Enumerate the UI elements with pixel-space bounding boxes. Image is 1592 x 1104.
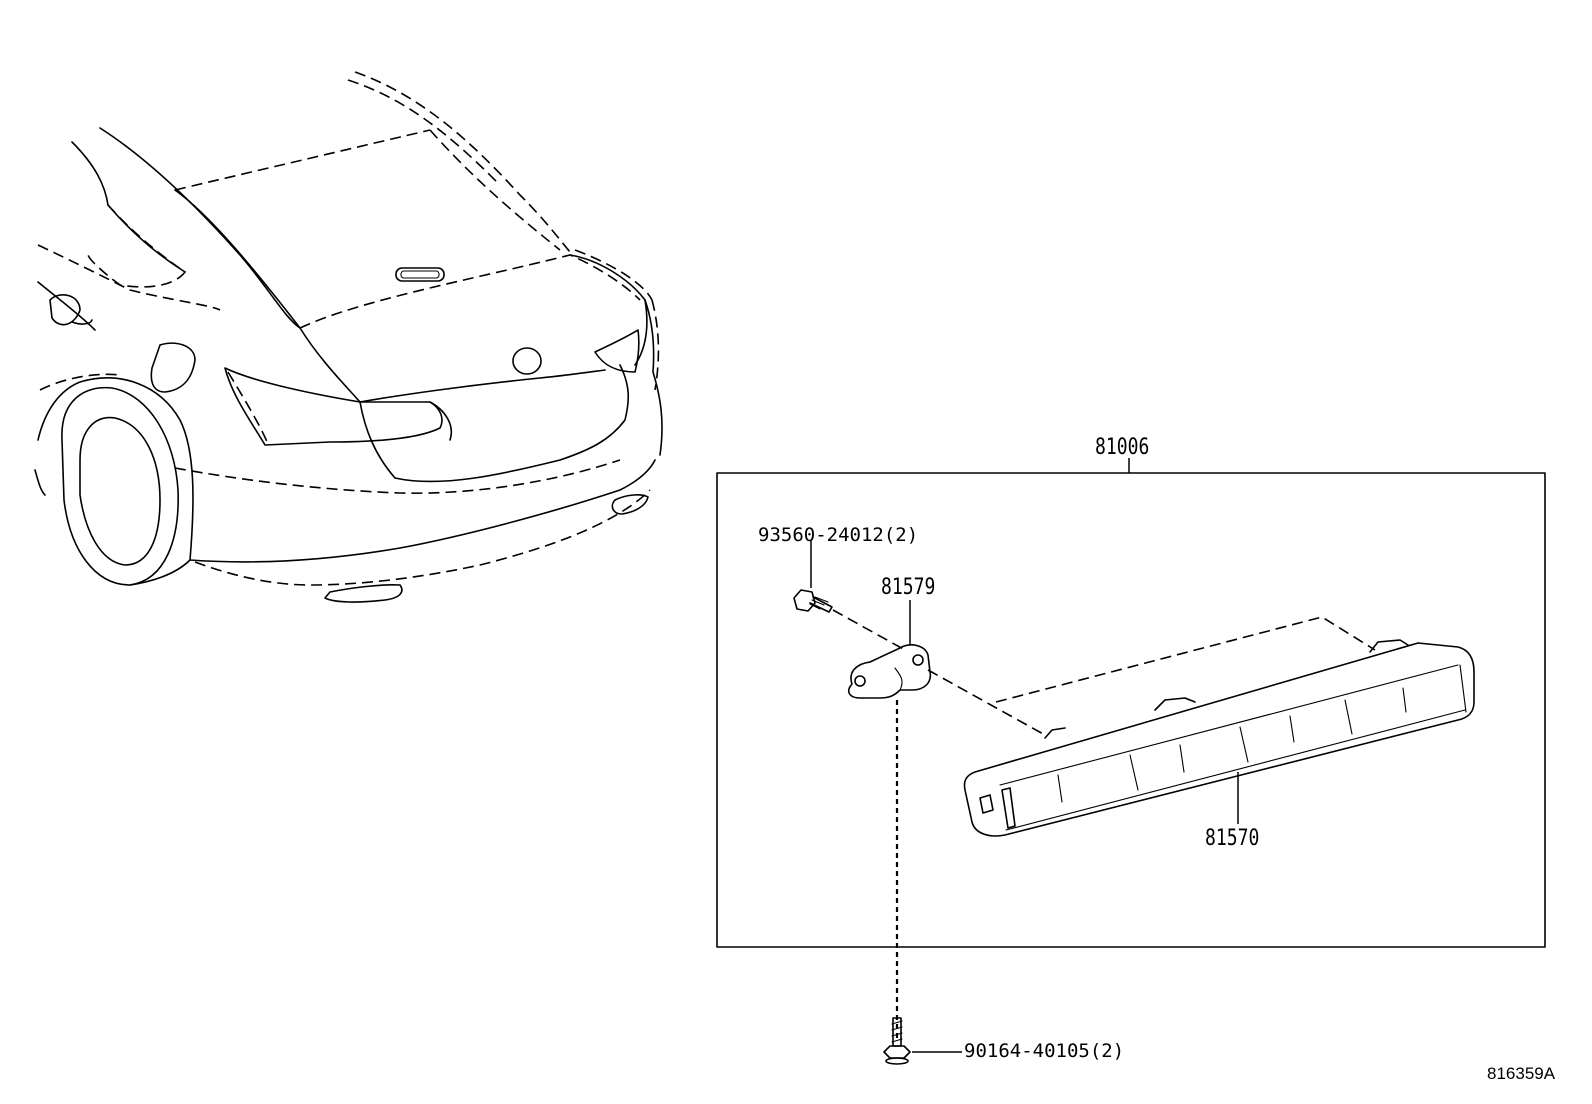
label-assembly: 81006	[1095, 435, 1150, 460]
bracket-body	[848, 644, 932, 699]
lamp-housing	[963, 642, 1475, 837]
screw-part	[793, 540, 906, 651]
label-screw: 93560-24012(2)	[758, 524, 919, 546]
car-rear-illustration	[34, 71, 663, 603]
screw-head	[793, 589, 816, 612]
label-lamp: 81570	[1205, 826, 1260, 851]
bolt-head	[883, 1045, 911, 1059]
figure-id: 816359A	[1487, 1064, 1556, 1083]
emblem-marker	[512, 347, 542, 375]
assembly-group	[716, 458, 1546, 948]
bracket-part	[848, 600, 1046, 1038]
assembly-box	[716, 472, 1546, 948]
high-mount-stop-lamp-marker	[395, 267, 445, 282]
stop-lamp-part	[963, 616, 1475, 837]
bolt-part	[883, 1017, 962, 1065]
label-bracket: 81579	[881, 575, 936, 600]
label-bolt: 90164-40105(2)	[964, 1040, 1125, 1062]
